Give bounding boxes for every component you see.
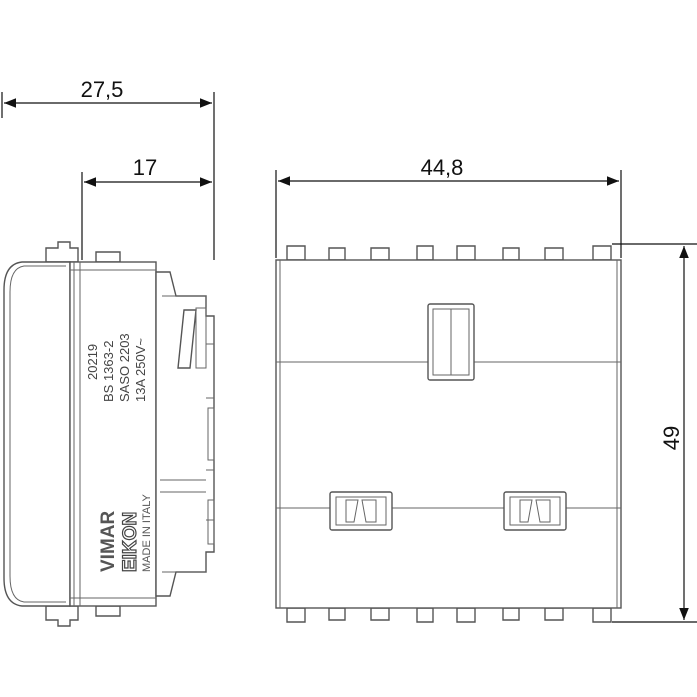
side-label-line-3: SASO 2203 — [117, 333, 132, 402]
bottom-teeth — [286, 607, 612, 623]
dimension-depth-total: 27,5 — [1, 77, 215, 260]
dimension-label-total-depth: 27,5 — [81, 77, 124, 102]
dimension-front-height: 49 — [612, 243, 697, 623]
dimension-label-partial-depth: 17 — [133, 155, 157, 180]
brand-vimar: VIMAR — [98, 511, 119, 573]
side-view: 20219 BS 1363-2 SASO 2203 13A 250V~ VIMA… — [3, 241, 215, 627]
side-label-line-2: BS 1363-2 — [101, 341, 116, 402]
live-slot — [329, 491, 393, 531]
dimension-depth-partial: 17 — [81, 155, 212, 260]
front-view — [275, 245, 622, 623]
side-label-line-1: 20219 — [85, 344, 100, 380]
neutral-slot — [503, 491, 567, 531]
side-label-block: 20219 BS 1363-2 SASO 2203 13A 250V~ VIMA… — [85, 333, 153, 572]
side-label-line-4: 13A 250V~ — [133, 338, 148, 402]
dimension-label-height: 49 — [659, 426, 684, 450]
dimension-front-width: 44,8 — [275, 155, 622, 258]
dimension-label-width: 44,8 — [421, 155, 464, 180]
made-in-italy-label: MADE IN ITALY — [141, 494, 153, 572]
top-teeth — [286, 245, 612, 261]
earth-slot — [427, 303, 475, 381]
brand-eikon: EIKON — [120, 512, 141, 572]
